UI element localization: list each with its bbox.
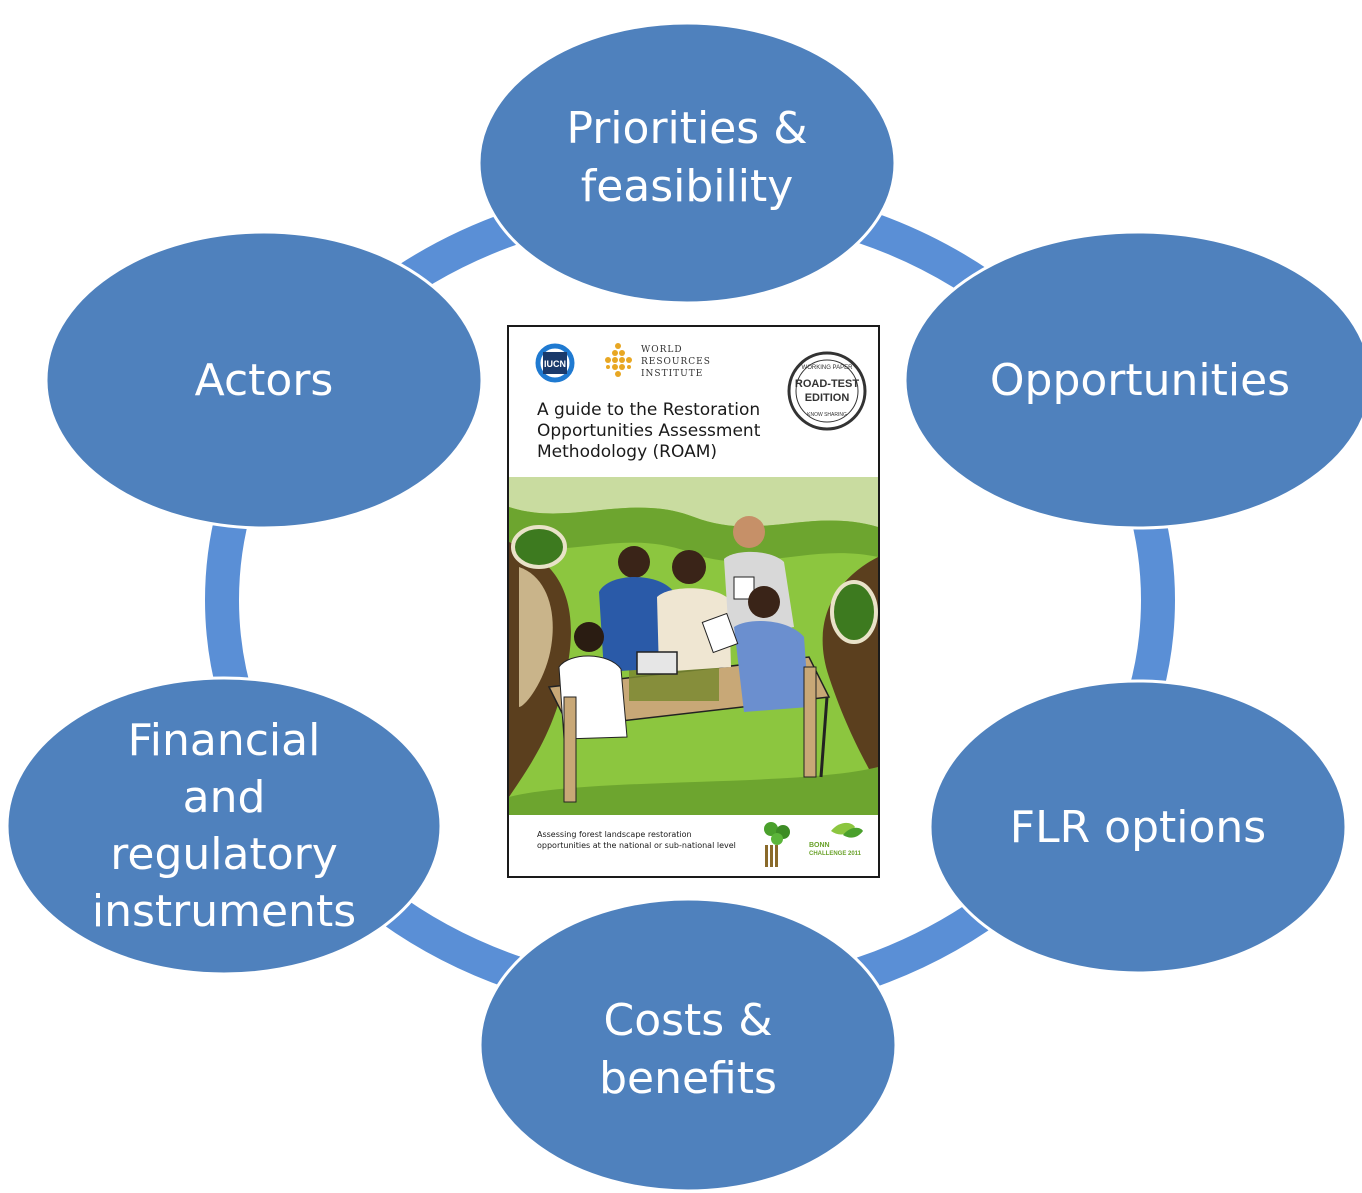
wri-logo-line-1: WORLD xyxy=(641,345,683,355)
node-costs-line-2: benefits xyxy=(599,1053,777,1104)
bonn-logo-line-1: BONN xyxy=(809,842,830,849)
node-financial-line-1: Financial xyxy=(128,715,321,766)
cover-footer-line-1: Assessing forest landscape restoration xyxy=(537,830,692,839)
node-financial-line-3: regulatory xyxy=(110,829,338,880)
node-financial-line-4: instruments xyxy=(92,886,356,937)
node-costs-line-1: Costs & xyxy=(603,995,772,1046)
cover-footer-line-2: opportunities at the national or sub-nat… xyxy=(537,841,736,850)
node-financial: Financial and regulatory instruments xyxy=(5,676,443,976)
bonn-challenge-logo: BONN CHALLENGE 2011 xyxy=(809,822,863,857)
stamp-line-4: KNOW SHARING xyxy=(807,412,847,418)
roam-guide-cover: IUCN WORLD RESOURCES INSTITUTE WORKING P… xyxy=(507,325,880,878)
node-actors-line-1: Actors xyxy=(195,355,334,406)
node-flr-options-line-1: FLR options xyxy=(1010,802,1266,853)
stamp-line-1: WORKING PAPER xyxy=(802,365,854,371)
cover-artwork: IUCN WORLD RESOURCES INSTITUTE WORKING P… xyxy=(509,327,878,876)
wri-logo: WORLD RESOURCES INSTITUTE xyxy=(605,343,711,379)
node-opportunities-line-1: Opportunities xyxy=(990,355,1290,406)
stamp-line-2: ROAD-TEST xyxy=(795,378,859,390)
node-priorities-line-2: feasibility xyxy=(581,161,794,212)
bonn-logo-line-2: CHALLENGE 2011 xyxy=(809,851,862,857)
cover-title-line-3: Methodology (ROAM) xyxy=(537,442,717,462)
node-costs: Costs & benefits xyxy=(478,897,898,1193)
iucn-logo-text: IUCN xyxy=(544,359,566,369)
cover-title-line-1: A guide to the Restoration xyxy=(537,400,760,420)
iucn-logo: IUCN xyxy=(535,343,575,383)
node-flr-options: FLR options xyxy=(928,679,1348,975)
node-priorities: Priorities & feasibility xyxy=(477,21,897,305)
stamp-line-3: EDITION xyxy=(805,392,850,404)
wri-logo-line-3: INSTITUTE xyxy=(641,369,703,379)
cover-illustration xyxy=(509,477,878,815)
cover-title-line-2: Opportunities Assessment xyxy=(537,421,761,441)
node-actors: Actors xyxy=(44,230,484,530)
road-test-stamp: WORKING PAPER ROAD-TEST EDITION KNOW SHA… xyxy=(787,351,867,431)
node-priorities-line-1: Priorities & xyxy=(566,103,807,154)
node-financial-line-2: and xyxy=(183,772,266,823)
node-opportunities: Opportunities xyxy=(903,230,1362,530)
gpflr-logo xyxy=(764,822,790,867)
wri-logo-line-2: RESOURCES xyxy=(641,357,711,367)
